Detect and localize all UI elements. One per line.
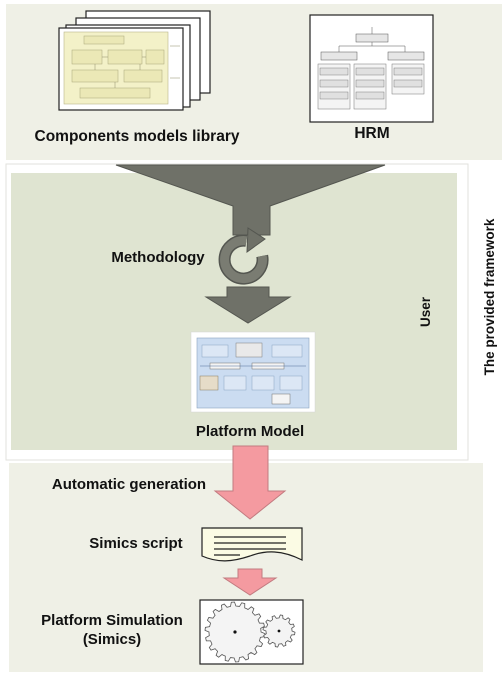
methodology-cycle-icon (218, 227, 269, 285)
to-platform-model-arrow (204, 286, 292, 324)
to-simulation-arrow (222, 568, 278, 596)
components-library-label: Components models library (35, 128, 240, 145)
component-documents (58, 10, 211, 111)
merge-funnel-arrow (115, 164, 386, 236)
hrm-label: HRM (354, 125, 389, 142)
platform-simulation-label-line1: Platform Simulation (41, 612, 183, 629)
platform-simulation-box (199, 599, 304, 665)
platform-model-thumbnail (190, 331, 316, 413)
automatic-generation-arrow (213, 445, 287, 520)
simics-script-document (201, 527, 303, 562)
methodology-label: Methodology (111, 249, 205, 266)
platform-model-label: Platform Model (196, 423, 304, 440)
automatic-generation-label: Automatic generation (52, 476, 206, 493)
simics-script-label: Simics script (89, 535, 182, 552)
user-label: User (418, 296, 433, 327)
provided-framework-label: The provided framework (482, 218, 497, 375)
hrm-diagram (309, 14, 434, 123)
platform-simulation-label-line2: (Simics) (83, 631, 141, 648)
